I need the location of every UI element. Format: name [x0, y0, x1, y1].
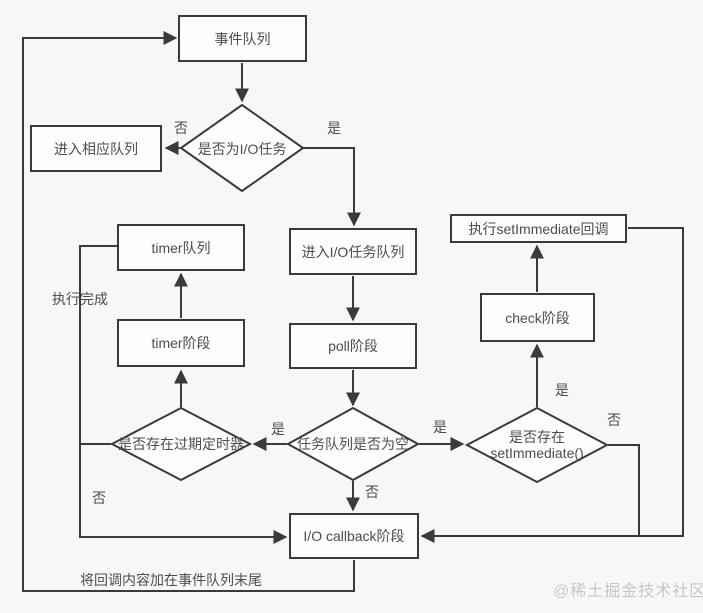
node-io-callback-phase-label: I/O callback阶段 [303, 528, 405, 544]
label-execution-complete: 执行完成 [52, 291, 108, 307]
decision-has-setimmediate [464, 406, 610, 484]
node-check-phase-label: check阶段 [505, 309, 570, 326]
node-enter-corresponding-queue: 进入相应队列 [30, 125, 162, 172]
node-poll-phase-label: poll阶段 [328, 338, 378, 354]
decision-task-queue-empty-label: 任务队列是否为空 [297, 436, 409, 452]
node-timer-queue: timer队列 [117, 224, 245, 271]
label-yes-is-io-task: 是 [327, 120, 341, 136]
edge-setimmediate-no-join [608, 444, 640, 536]
edge-execsetimmediate-to-iocallback [420, 227, 684, 543]
node-io-callback-phase: I/O callback阶段 [289, 513, 419, 559]
decision-has-expired-timer [109, 406, 253, 482]
edge-timerqueue-done-to-iocallback [79, 245, 288, 544]
node-timer-phase: timer阶段 [117, 319, 245, 367]
decision-has-setimmediate-line2: setImmediate() [490, 445, 584, 461]
node-timer-phase-label: timer阶段 [151, 335, 211, 351]
node-poll-phase: poll阶段 [289, 323, 417, 369]
edge-iocallback-loop-to-eventqueue [22, 31, 355, 592]
decision-task-queue-empty [285, 406, 421, 482]
label-no-expired-timer: 否 [92, 490, 106, 506]
label-yes-setimmediate: 是 [555, 382, 569, 398]
node-timer-queue-label: timer队列 [151, 239, 211, 256]
label-yes-to-expired-timer: 是 [271, 421, 285, 437]
decision-has-setimmediate-line1: 是否存在 [508, 429, 565, 445]
label-no-setimmediate: 否 [607, 412, 621, 428]
label-yes-to-setimmediate: 是 [433, 419, 447, 435]
node-enter-io-task-queue-label: 进入I/O任务队列 [301, 243, 405, 260]
node-enter-corresponding-queue-label: 进入相应队列 [54, 140, 138, 157]
node-event-queue: 事件队列 [178, 15, 307, 62]
node-event-queue-label: 事件队列 [214, 30, 271, 47]
label-no-is-io-task: 否 [174, 120, 188, 136]
node-exec-setimmediate-callback-label: 执行setImmediate回调 [468, 220, 609, 237]
watermark-text: @稀土掘金技术社区 [553, 583, 703, 600]
node-enter-io-task-queue: 进入I/O任务队列 [289, 228, 417, 275]
label-no-task-queue-empty: 否 [365, 484, 379, 500]
decision-has-setimmediate-label: 是否存在 setImmediate() [490, 429, 583, 461]
label-append-callback-note: 将回调内容加在事件队列末尾 [80, 572, 262, 588]
decision-is-io-task [179, 103, 305, 193]
decision-has-expired-timer-label: 是否存在过期定时器 [118, 436, 244, 452]
node-check-phase: check阶段 [480, 293, 595, 342]
edge-isiotask-yes-to-iotaskqueue [302, 147, 361, 227]
decision-is-io-task-label: 是否为I/O任务 [197, 141, 287, 157]
node-exec-setimmediate-callback: 执行setImmediate回调 [450, 214, 627, 243]
